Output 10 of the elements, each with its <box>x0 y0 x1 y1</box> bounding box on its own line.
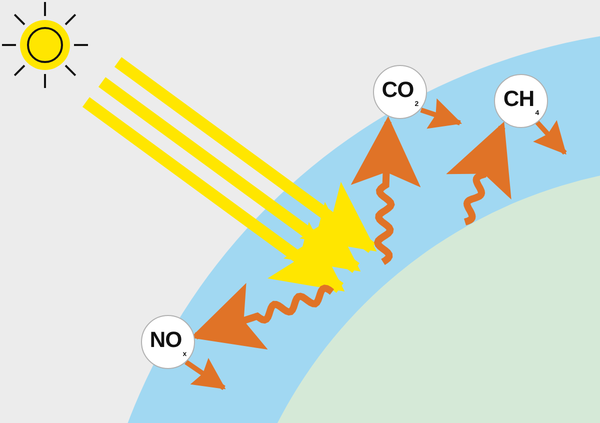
gas-circle <box>373 65 427 119</box>
gas-circle <box>141 315 195 369</box>
wavy-arrow <box>350 116 421 265</box>
light-ray-arrow <box>82 97 345 293</box>
arrow <box>533 119 567 155</box>
arrow <box>420 98 462 129</box>
arrow <box>184 358 226 390</box>
light-ray-arrow <box>98 77 361 273</box>
wavy-arrow <box>446 122 512 226</box>
light-ray-arrow <box>114 57 377 253</box>
